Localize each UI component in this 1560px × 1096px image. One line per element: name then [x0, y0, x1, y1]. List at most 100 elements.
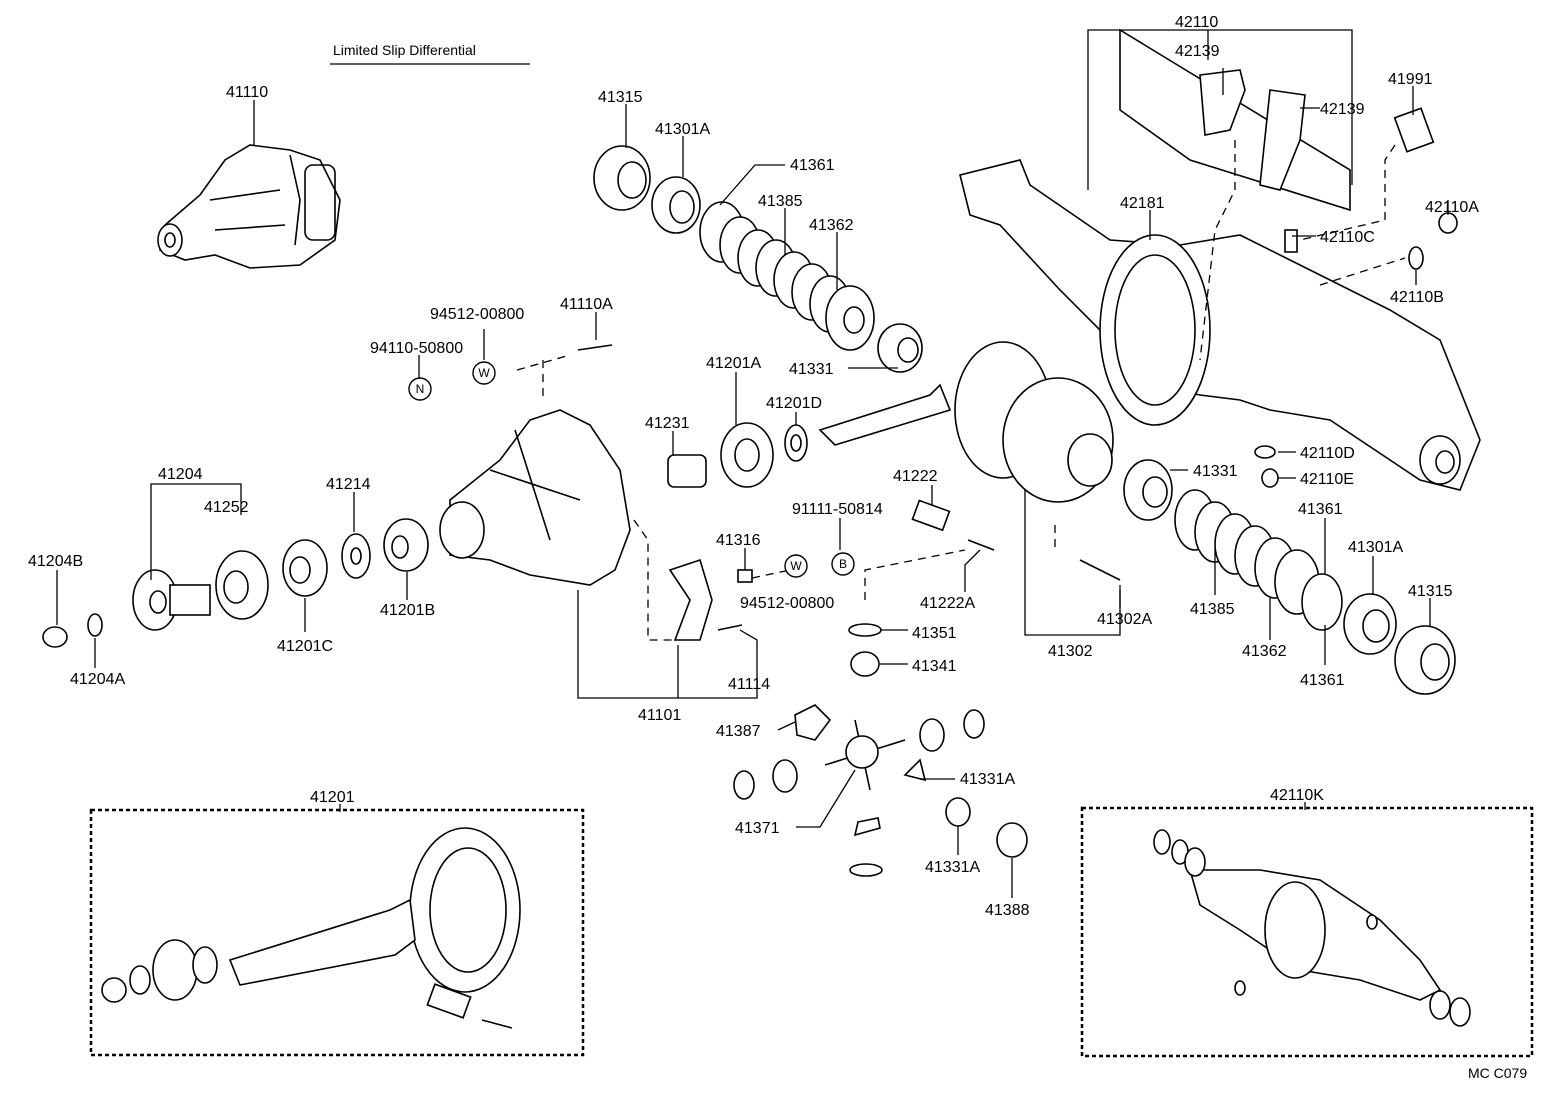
label-41252: 41252 [204, 499, 249, 516]
plate-41991-drawing [1393, 107, 1435, 153]
washer-41351-drawing [848, 623, 882, 637]
label-41315-top: 41315 [598, 89, 643, 106]
stud-41110a-drawing [577, 344, 613, 351]
washer-42110b-drawing [1408, 246, 1424, 270]
label-42110b: 42110B [1390, 289, 1444, 306]
thrust-washer-b-drawing [733, 770, 755, 800]
label-41316: 41316 [716, 532, 761, 549]
gasket-42110d-drawing [1254, 445, 1276, 459]
bearing-41315-top-drawing [593, 145, 651, 211]
svg-text:B: B [839, 557, 847, 571]
label-42181: 42181 [1120, 195, 1165, 212]
bearing-41315-lower-drawing [1394, 625, 1456, 695]
label-42110a: 42110A [1425, 199, 1479, 216]
label-41222a: 41222A [920, 595, 975, 612]
clutch-plate-stack-top-drawing [699, 201, 875, 351]
label-42139-right: 42139 [1320, 101, 1365, 118]
label-41302: 41302 [1048, 643, 1093, 660]
label-42110c: 42110C [1320, 229, 1375, 246]
label-41201d: 41201D [766, 395, 822, 412]
label-41331a-top: 41331A [960, 771, 1015, 788]
label-41362-lower: 41362 [1242, 643, 1287, 660]
plug-41222-drawing [911, 499, 951, 532]
callout-w-2: W [784, 554, 808, 578]
label-41361-right: 41361 [1298, 501, 1343, 518]
side-gear-41331-top-drawing [877, 323, 923, 373]
dashed-alignment-lines [516, 140, 1406, 641]
label-42110e: 42110E [1300, 471, 1354, 488]
bearing-cone-41301a-lower-drawing [1343, 593, 1397, 655]
washer-41204a-drawing [87, 613, 103, 637]
label-42110d: 42110D [1300, 445, 1355, 462]
bolt-41222a-drawing [967, 539, 995, 551]
block-41387-drawing [794, 704, 832, 741]
nut-41204b-drawing [42, 626, 68, 648]
kit-box-42110k [1080, 806, 1534, 1058]
bearing-cone-41301a-top-drawing [651, 176, 701, 234]
label-41231: 41231 [645, 415, 690, 432]
label-41204: 41204 [158, 466, 203, 483]
label-41385-top: 41385 [758, 193, 803, 210]
label-41201c: 41201C [277, 638, 333, 655]
thrust-washer-a-drawing [963, 709, 985, 739]
label-41114: 41114 [728, 676, 770, 693]
bearing-cap-drawing [668, 558, 713, 641]
bearing-41201c-drawing [282, 539, 328, 597]
washer-41201d-drawing [784, 424, 808, 462]
bearing-41201a-drawing [720, 422, 774, 488]
block-small-drawing [853, 817, 881, 837]
spider-41371-drawing [824, 719, 906, 791]
label-94512-00800-lower: 94512-00800 [740, 595, 834, 612]
callout-b: B [831, 552, 855, 576]
label-41385-lower: 41385 [1190, 601, 1235, 618]
label-41204a: 41204A [70, 671, 125, 688]
washer-lower-drawing [849, 863, 883, 877]
svg-text:N: N [416, 382, 425, 396]
svg-text:W: W [790, 559, 802, 573]
label-41331-lower: 41331 [1193, 463, 1238, 480]
label-41301a-top: 41301A [655, 121, 710, 138]
label-42110k: 42110K [1270, 787, 1324, 804]
flange-41204-drawing [132, 569, 211, 631]
label-41331a-lower: 41331A [925, 859, 980, 876]
label-94110-50800: 94110-50800 [370, 340, 463, 357]
diagram-title: Limited Slip Differential [333, 42, 476, 58]
label-41201a: 41201A [706, 355, 761, 372]
label-41214: 41214 [326, 476, 371, 493]
callout-n: N [408, 377, 432, 401]
label-41371: 41371 [735, 820, 780, 837]
label-41387: 41387 [716, 723, 761, 740]
side-gear-41331-lower-drawing [1123, 459, 1173, 521]
label-42110: 42110 [1175, 14, 1218, 31]
nut-42110a-drawing [1438, 212, 1458, 234]
bearing-41201b-drawing [383, 518, 429, 572]
nut-42110e-drawing [1261, 468, 1279, 488]
bolt-41302a-drawing [1079, 559, 1121, 581]
axle-housing-drawing [959, 28, 1481, 491]
label-41222: 41222 [893, 468, 938, 485]
ring-pinion-set-drawing [101, 827, 521, 1029]
callout-w-1: W [472, 361, 496, 385]
label-41331-top: 41331 [789, 361, 834, 378]
label-41101: 41101 [638, 707, 681, 724]
label-41201: 41201 [310, 789, 355, 806]
part-labels: 41110 41315 41301A 41361 41385 41362 413… [28, 14, 1527, 1081]
label-91111-50814: 91111-50814 [792, 501, 883, 518]
kit-box-41201 [89, 808, 585, 1057]
label-41388: 41388 [985, 902, 1030, 919]
label-41351: 41351 [912, 625, 957, 642]
seal-41252-drawing [215, 550, 269, 620]
clutch-plate-stack-lower-drawing [1174, 489, 1343, 631]
spring-41331a-top-drawing [903, 758, 927, 782]
label-41110a: 41110A [560, 296, 613, 313]
label-41110: 41110 [226, 84, 268, 101]
breather-42110c-drawing [1284, 229, 1298, 253]
label-41301a-lower: 41301A [1348, 539, 1403, 556]
pinion-gear-drawing [919, 718, 945, 752]
spacer-41231-drawing [667, 454, 707, 488]
plug-41388-drawing [996, 822, 1028, 858]
label-41341: 41341 [912, 658, 957, 675]
label-41201b: 41201B [380, 602, 435, 619]
spring-41331a-lower-drawing [945, 797, 971, 827]
